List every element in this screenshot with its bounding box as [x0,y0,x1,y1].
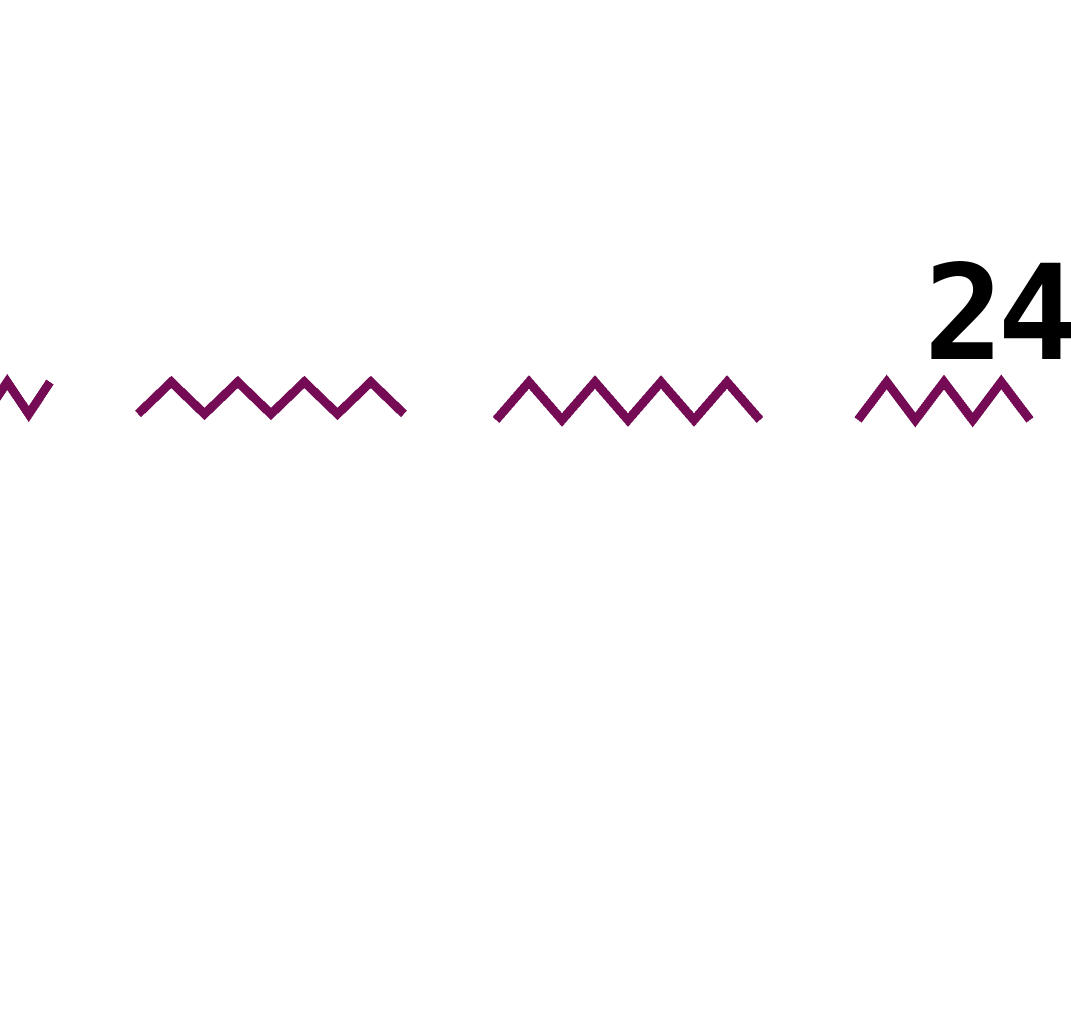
wave-group-3 [492,375,764,427]
canvas: 24 [0,248,1071,428]
wave-group-2 [134,375,408,421]
wave-group-4 [854,374,1034,428]
number-label: 24 [924,237,1071,391]
wave-group-1 [0,373,54,423]
wave-layer [0,373,1034,428]
